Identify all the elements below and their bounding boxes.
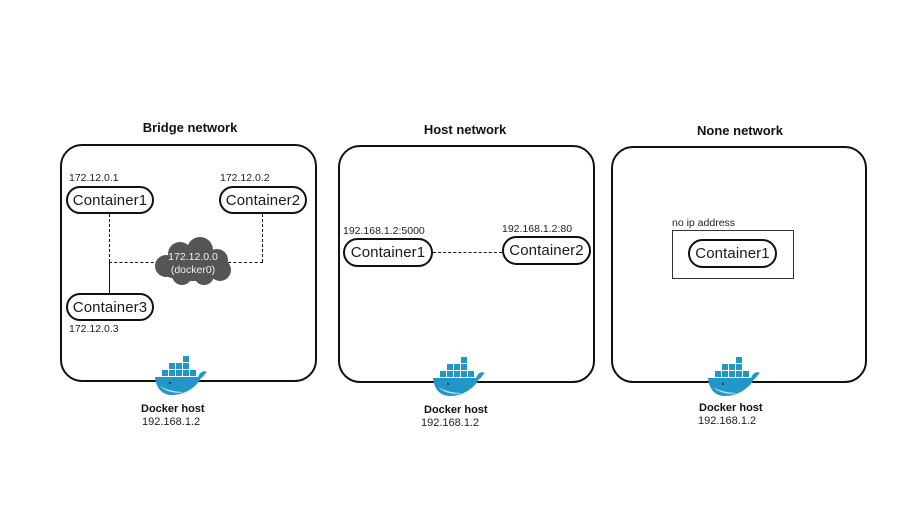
isolated-container-box [672,230,794,279]
connector-c1-bridge [109,262,159,263]
container3-ip: 172.12.0.3 [69,323,119,335]
docker-host-label: Docker host [424,404,488,416]
docker0-cloud-icon [155,237,231,285]
host-container2-ip: 192.168.1.2:80 [502,223,573,235]
connector-c2-vertical [262,214,263,262]
no-ip-address-label: no ip address [672,217,736,229]
docker-host-label: Docker host [141,403,205,415]
container1-ip: 172.12.0.1 [69,172,119,184]
docker0-label: 172.12.0.0 (docker0) [168,251,218,277]
docker-host-label: Docker host [699,402,763,414]
docker0-name: (docker0) [170,264,216,276]
none-container1[interactable]: Container1 [688,239,777,268]
docker-whale-icon [708,357,760,396]
connector-c2-bridge [228,262,263,263]
connector-c1-vertical [109,214,110,262]
host-container1[interactable]: Container1 [343,238,433,267]
docker-whale-icon [433,357,485,396]
docker0-ip: 172.12.0.0 [168,251,218,263]
connector-c3-vertical [109,262,110,293]
none-network-title: None network [697,123,783,138]
docker-host-ip: 192.168.1.2 [142,416,201,428]
docker-whale-icon [155,356,207,395]
container2-ip: 172.12.0.2 [220,172,270,184]
host-container2[interactable]: Container2 [502,236,591,265]
bridge-container1[interactable]: Container1 [66,186,154,214]
host-network-title: Host network [423,122,507,137]
connector-host-c1-c2 [433,252,502,253]
bridge-container2[interactable]: Container2 [219,186,307,214]
host-container1-ip: 192.168.1.2:5000 [343,225,425,237]
docker-host-ip: 192.168.1.2 [698,415,757,427]
bridge-container3[interactable]: Container3 [66,293,154,321]
docker-host-ip: 192.168.1.2 [421,417,480,429]
bridge-network-title: Bridge network [142,120,238,135]
